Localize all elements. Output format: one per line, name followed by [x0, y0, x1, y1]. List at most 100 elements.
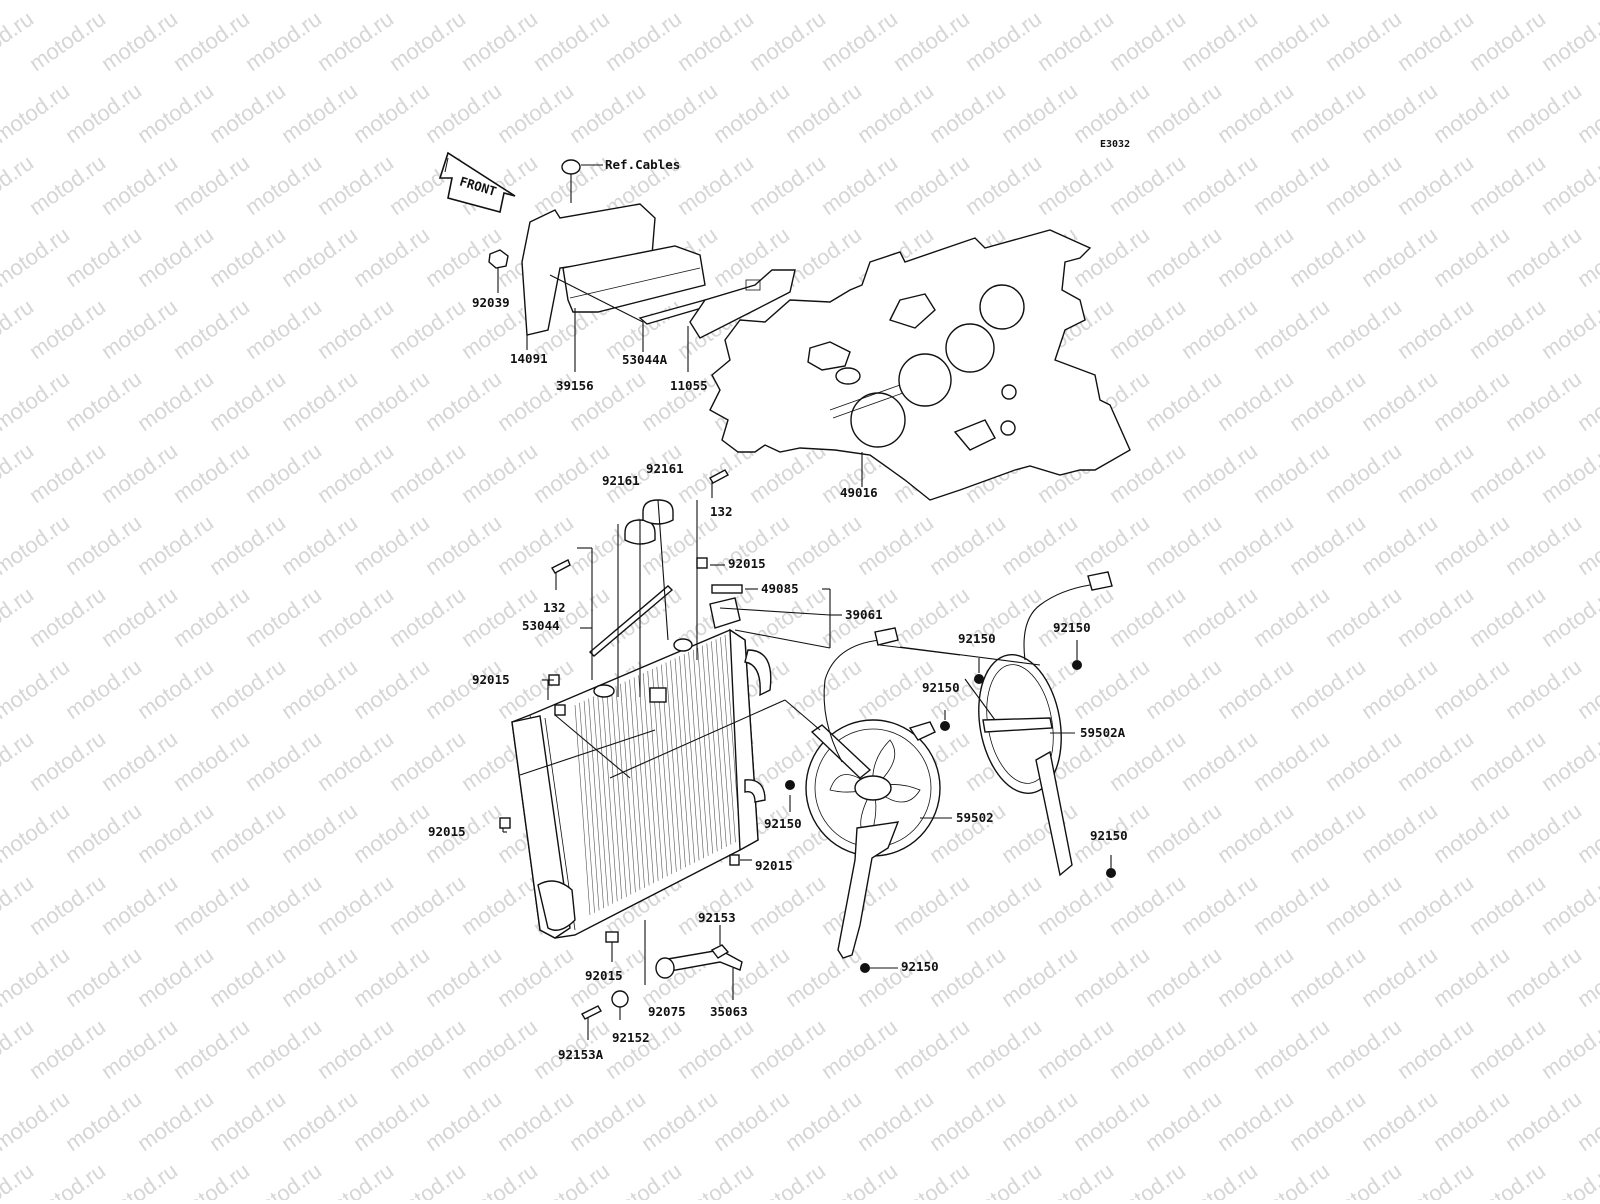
watermark-text: motod.ru: [781, 222, 866, 292]
watermark-text: motod.ru: [313, 726, 398, 796]
radiator-fin: [611, 688, 627, 897]
watermark-text: motod.ru: [1465, 150, 1550, 220]
nuts-92150: [785, 660, 1116, 973]
watermark-text: motod.ru: [601, 6, 686, 76]
watermark-text: motod.ru: [1105, 870, 1190, 940]
watermark-text: motod.ru: [1537, 582, 1600, 652]
watermark-text: motod.ru: [313, 6, 398, 76]
watermark-text: motod.ru: [1393, 6, 1478, 76]
watermark-text: motod.ru: [889, 1158, 974, 1200]
watermark-text: motod.ru: [1069, 942, 1154, 1012]
watermark-text: motod.ru: [1285, 654, 1370, 724]
part-labels: E3032 Ref.Cables 92039 14091 39156 53044…: [428, 139, 1130, 1062]
watermark-text: motod.ru: [1465, 726, 1550, 796]
watermark-text: motod.ru: [61, 222, 146, 292]
watermark-text: motod.ru: [349, 1086, 434, 1156]
watermark-text: motod.ru: [457, 870, 542, 940]
watermark-text: motod.ru: [925, 78, 1010, 148]
watermark-text: motod.ru: [1393, 438, 1478, 508]
watermark-text: motod.ru: [745, 1158, 830, 1200]
watermark-text: motod.ru: [1213, 654, 1298, 724]
watermark-text: motod.ru: [601, 1158, 686, 1200]
radiator-fin: [711, 641, 727, 847]
watermark-text: motod.ru: [1141, 654, 1226, 724]
watermark-text: motod.ru: [133, 654, 218, 724]
watermark-text: motod.ru: [1465, 1158, 1550, 1200]
watermark-text: motod.ru: [853, 0, 938, 4]
watermark-text: motod.ru: [1213, 1086, 1298, 1156]
label-14091: 14091: [510, 351, 548, 366]
watermark-text: motod.ru: [0, 78, 74, 148]
watermark-text: motod.ru: [1357, 510, 1442, 580]
watermark-text: motod.ru: [1321, 726, 1406, 796]
watermark-text: motod.ru: [205, 1086, 290, 1156]
watermark-text: motod.ru: [1537, 726, 1600, 796]
watermark-text: motod.ru: [0, 798, 74, 868]
watermark-text: motod.ru: [853, 510, 938, 580]
watermark-text: motod.ru: [169, 6, 254, 76]
watermark-text: motod.ru: [1069, 1086, 1154, 1156]
radiator-fin: [624, 681, 641, 891]
watermark-text: motod.ru: [1249, 1158, 1334, 1200]
watermark-text: motod.ru: [709, 1086, 794, 1156]
watermark-text: motod.ru: [1213, 798, 1298, 868]
watermark-text: motod.ru: [1537, 150, 1600, 220]
watermark-text: motod.ru: [349, 798, 434, 868]
watermark-text: motod.ru: [385, 1158, 470, 1200]
watermark-text: motod.ru: [1429, 78, 1514, 148]
radiator-fin: [615, 685, 632, 895]
watermark-text: motod.ru: [0, 366, 74, 436]
watermark-text: motod.ru: [493, 0, 578, 4]
insulator-49016: [709, 229, 1131, 501]
watermark-text: motod.ru: [1177, 150, 1262, 220]
watermark-text: motod.ru: [529, 6, 614, 76]
watermark-text: motod.ru: [0, 0, 74, 4]
watermark-text: motod.ru: [1105, 6, 1190, 76]
watermark-text: motod.ru: [1033, 870, 1118, 940]
watermark-text: motod.ru: [385, 582, 470, 652]
watermark-text: motod.ru: [1537, 1014, 1600, 1084]
watermark-text: motod.ru: [25, 1158, 110, 1200]
watermark-text: motod.ru: [745, 1014, 830, 1084]
watermark-text: motod.ru: [1429, 222, 1514, 292]
watermark-text: motod.ru: [853, 942, 938, 1012]
watermark-text: motod.ru: [1105, 150, 1190, 220]
watermark-text: motod.ru: [1177, 6, 1262, 76]
watermark-text: motod.ru: [1033, 1158, 1118, 1200]
watermark-text: motod.ru: [349, 222, 434, 292]
watermark-text: motod.ru: [1033, 1014, 1118, 1084]
collar-92152: [611, 990, 629, 1008]
watermark-text: motod.ru: [1177, 294, 1262, 364]
label-92015-d: 92015: [755, 858, 793, 873]
watermark-text: motod.ru: [205, 942, 290, 1012]
watermark-text: motod.ru: [961, 1014, 1046, 1084]
watermark-text: motod.ru: [97, 150, 182, 220]
watermark-text: motod.ru: [349, 78, 434, 148]
watermark-text: motod.ru: [25, 726, 110, 796]
watermark-text: motod.ru: [277, 942, 362, 1012]
watermark-text: motod.ru: [925, 0, 1010, 4]
watermark-text: motod.ru: [997, 510, 1082, 580]
watermark-text: motod.ru: [1465, 294, 1550, 364]
watermark-text: motod.ru: [97, 870, 182, 940]
watermark-text: motod.ru: [1249, 150, 1334, 220]
watermark-text: motod.ru: [1501, 1086, 1586, 1156]
watermark-text: motod.ru: [61, 798, 146, 868]
watermark-text: motod.ru: [349, 366, 434, 436]
label-92152: 92152: [612, 1030, 650, 1045]
watermark-text: motod.ru: [277, 510, 362, 580]
watermark-text: motod.ru: [1141, 366, 1226, 436]
watermark-text: motod.ru: [1357, 942, 1442, 1012]
bracket-11055: [689, 269, 796, 339]
watermark-text: motod.ru: [421, 0, 506, 4]
watermark-text: motod.ru: [349, 942, 434, 1012]
watermark-text: motod.ru: [385, 870, 470, 940]
watermark-text: motod.ru: [637, 0, 722, 4]
watermark-text: motod.ru: [493, 510, 578, 580]
watermark-text: motod.ru: [421, 366, 506, 436]
label-92161-a: 92161: [602, 473, 640, 488]
watermark-text: motod.ru: [1429, 798, 1514, 868]
watermark-text: motod.ru: [205, 654, 290, 724]
watermark-text: motod.ru: [1501, 222, 1586, 292]
